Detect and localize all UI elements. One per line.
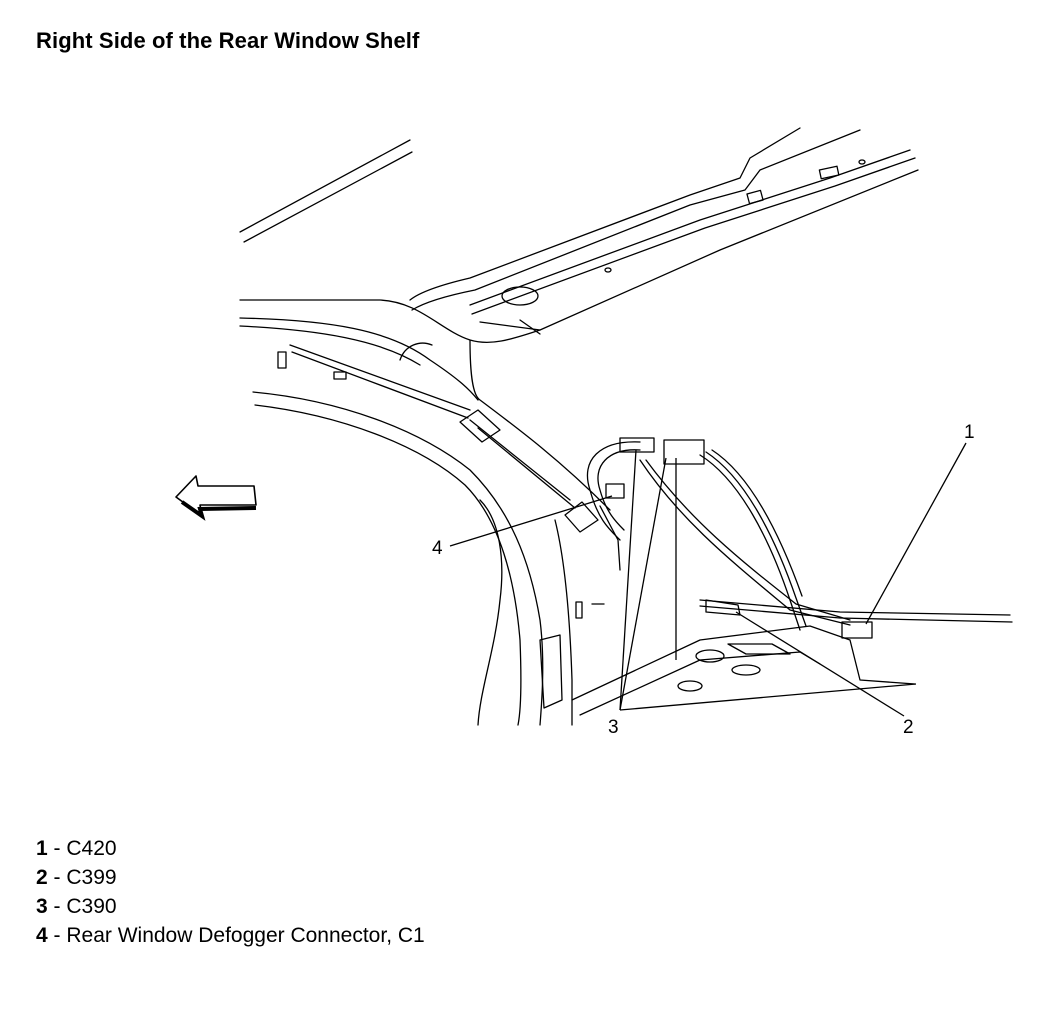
legend-text: C390: [66, 895, 117, 918]
tab-slot: [333, 371, 347, 380]
harness-wire: [639, 459, 851, 626]
roof-edge-line: [243, 151, 413, 243]
left-arrow-icon: [175, 475, 257, 521]
tab-slot: [818, 165, 840, 180]
bracket: [459, 409, 501, 443]
leader-line-3: [619, 457, 667, 711]
floor-panel: [571, 625, 916, 701]
floor-hole: [677, 680, 703, 692]
callout-1: 1: [964, 422, 975, 443]
leader-line-3: [619, 449, 637, 711]
harness-wire: [699, 599, 1011, 616]
shelf-hole: [604, 267, 612, 273]
bracket: [564, 501, 599, 533]
tab-slot: [575, 601, 583, 619]
tab-slot: [277, 351, 287, 369]
weatherstrip: [477, 427, 576, 509]
callout-2: 2: [903, 717, 914, 738]
leader-line-2: [735, 611, 905, 717]
floor-rib: [727, 643, 791, 655]
c390-connector: [663, 439, 705, 465]
shelf-rail: [479, 169, 919, 331]
pillar-outline: [252, 391, 544, 726]
harness-loop: [597, 449, 641, 531]
pillar-outline: [239, 317, 479, 401]
legend: 1 - C420 2 - C399 3 - C390 4 - Rear Wind…: [36, 834, 425, 950]
tab-slot: [746, 189, 764, 205]
roof-edge-line: [239, 139, 411, 233]
leader-line-3: [619, 683, 917, 711]
shelf-rail: [409, 127, 801, 301]
leader-line-1: [865, 442, 967, 625]
harness-wire: [699, 605, 1013, 623]
pillar-outline: [239, 299, 541, 343]
page-title: Right Side of the Rear Window Shelf: [36, 28, 420, 53]
callout-3: 3: [608, 717, 619, 738]
callout-4: 4: [432, 538, 443, 559]
legend-item: 4 - Rear Window Defogger Connector, C1: [36, 924, 425, 947]
legend-text: C399: [66, 866, 117, 889]
side-panel-slot: [539, 634, 563, 709]
shelf-hole: [501, 286, 539, 306]
shelf-rail: [519, 319, 541, 335]
shelf-rail: [471, 157, 916, 315]
harness-wire: [705, 451, 807, 627]
harness-wire: [711, 449, 803, 597]
pillar-outline: [239, 325, 421, 366]
c420-connector: [841, 621, 873, 639]
c390-connector: [619, 437, 655, 453]
pillar-outline: [554, 519, 573, 726]
leader-line-4: [449, 495, 613, 547]
legend-text: Rear Window Defogger Connector, C1: [66, 924, 425, 947]
pillar-curve: [399, 342, 433, 361]
weatherstrip: [289, 344, 471, 411]
pillar-outline: [477, 499, 503, 726]
weatherstrip: [469, 419, 571, 501]
defogger-connector: [605, 483, 625, 499]
legend-item: 3 - C390: [36, 895, 117, 918]
pillar-outline: [469, 339, 611, 511]
floor-hole: [695, 649, 725, 663]
pillar-outline: [254, 404, 522, 726]
legend-item: 1 - C420: [36, 837, 117, 860]
harness-wire: [645, 459, 851, 621]
harness-wire: [699, 454, 801, 631]
legend-text: C420: [66, 837, 117, 860]
shelf-rail: [469, 149, 911, 306]
floor-hole: [731, 664, 761, 676]
weatherstrip: [291, 351, 469, 419]
shelf-rail: [411, 129, 861, 311]
harness-loop: [586, 441, 641, 541]
legend-item: 2 - C399: [36, 866, 117, 889]
shelf-hole: [858, 159, 866, 165]
pillar-outline: [599, 505, 621, 571]
